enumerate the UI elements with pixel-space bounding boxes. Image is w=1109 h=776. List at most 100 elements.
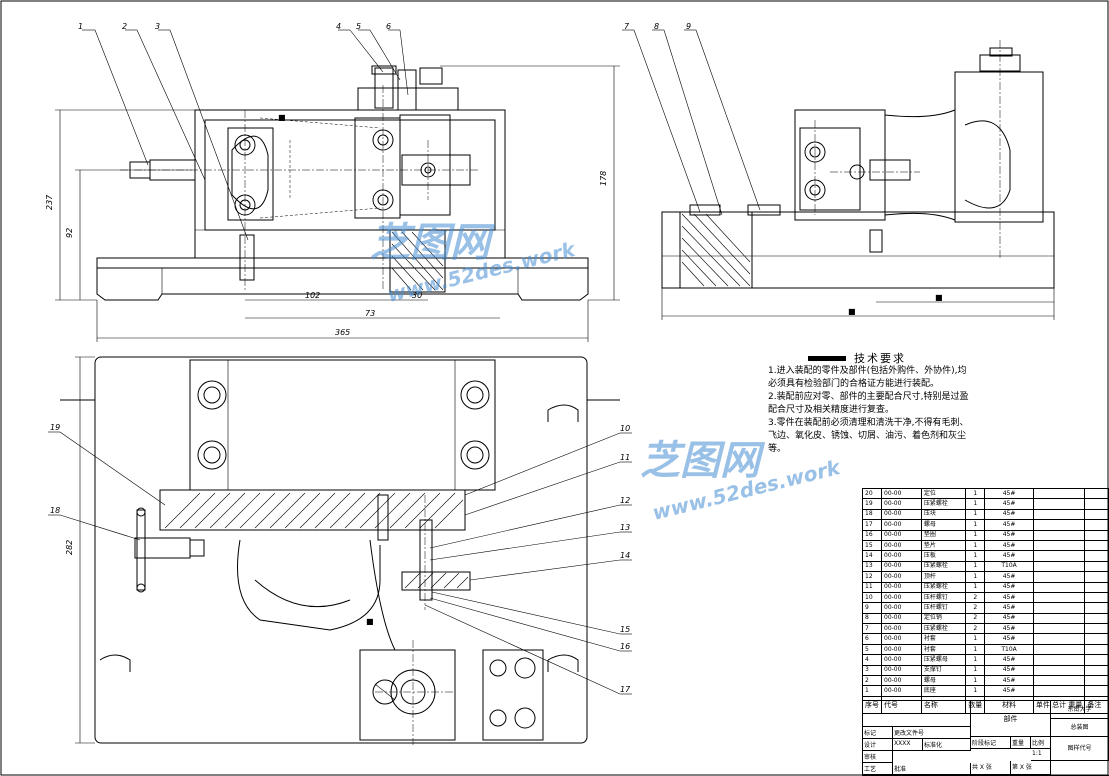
bom-code: 00-00	[881, 508, 922, 521]
bom-code: 00-00	[881, 602, 922, 614]
bom-mat: 45#	[984, 664, 1034, 677]
bom-mat: 45#	[984, 529, 1034, 541]
bom-mat: 45#	[984, 591, 1034, 604]
balloon-4: 4	[336, 22, 341, 31]
bom-qty: 1	[965, 560, 986, 573]
bom-qty: 1	[965, 664, 986, 677]
bom-code: 00-00	[881, 612, 922, 625]
bom-empty	[1032, 519, 1086, 531]
bom-mat: 45#	[984, 539, 1034, 552]
bom-empty	[1032, 664, 1086, 677]
bom-name: 衬套	[920, 633, 967, 645]
bom-empty	[1032, 529, 1086, 541]
bom-no: 17	[862, 519, 882, 531]
bom-empty	[1032, 654, 1086, 666]
bom-no: 1	[862, 685, 882, 697]
dim-top: ■	[366, 617, 374, 626]
bom-mat: T10A	[984, 643, 1034, 656]
bom-code: 00-00	[881, 571, 922, 583]
balloon-12: 12	[620, 496, 630, 505]
technical-requirements: 技术要求 1.进入装配的零件及部件(包括外购件、外协件),均必须具有检验部门的合…	[768, 352, 972, 456]
bom-empty	[1032, 675, 1086, 687]
balloon-8: 8	[654, 22, 659, 31]
bom-qty: 1	[965, 487, 986, 500]
bom-code: 00-00	[881, 664, 922, 677]
bom-empty	[1032, 612, 1086, 625]
bom-code: 00-00	[881, 654, 922, 666]
note-2: 2.装配前应对零、部件的主要配合尺寸,特别是过盈配合尺寸及相关精度进行复查。	[768, 392, 969, 415]
bom-name: 定位	[920, 487, 967, 500]
bom-empty	[1032, 643, 1086, 656]
tb-stage: 阶段标记	[971, 737, 1011, 749]
bom-empty	[1032, 602, 1086, 614]
bom-empty	[1084, 654, 1109, 666]
bom-empty	[1084, 602, 1109, 614]
bom-empty	[1032, 550, 1086, 562]
bom-code: 00-00	[881, 633, 922, 645]
bom-name: 垫圈	[920, 529, 967, 541]
dim-282: 282	[65, 540, 74, 555]
balloon-10: 10	[620, 424, 630, 433]
bom-qty: 1	[965, 571, 986, 583]
bom-code: 00-00	[881, 539, 922, 552]
tb-school: 东南大学	[1051, 701, 1109, 719]
bom-empty	[1084, 675, 1109, 687]
bom-empty	[1032, 508, 1086, 521]
bom-qty: 1	[965, 633, 986, 645]
bom-name: 压板	[920, 550, 967, 562]
bom-no: 3	[862, 664, 882, 677]
dim-side-offset: ■	[935, 293, 943, 302]
bom-empty	[1032, 581, 1086, 593]
notes-heading: 技术要求	[854, 352, 906, 365]
dim-30: 30	[412, 291, 422, 300]
bom-empty	[1084, 529, 1109, 541]
bom-empty	[1084, 612, 1109, 625]
bom-empty	[1084, 591, 1109, 604]
balloon-3: 3	[155, 22, 160, 31]
bom-qty: 1	[965, 498, 986, 510]
bom-no: 13	[862, 560, 882, 573]
heading-bar	[808, 356, 846, 361]
bom-mat: 45#	[984, 498, 1034, 510]
bom-empty	[1032, 591, 1086, 604]
bom-empty	[1084, 519, 1109, 531]
bom-name: 顶杆	[920, 571, 967, 583]
bom-code: 00-00	[881, 675, 922, 687]
balloon-15: 15	[620, 625, 630, 634]
bom-no: 11	[862, 581, 882, 593]
balloon-16: 16	[620, 642, 630, 651]
bom-qty: 2	[965, 623, 986, 635]
tb-sheet2: 第 X 张	[1011, 761, 1051, 775]
balloon-19: 19	[50, 423, 60, 432]
watermark-logo-2: 芝图网	[640, 438, 760, 484]
bom-empty	[1032, 539, 1086, 552]
top-view: 282 ■ 19 18 10 11 12 13 14 15 16 17	[48, 356, 632, 745]
note-1: 1.进入装配的零件及部件(包括外购件、外协件),均必须具有检验部门的合格证方能进…	[768, 366, 967, 389]
bom-mat: 45#	[984, 519, 1034, 531]
bom-mat: 45#	[984, 602, 1034, 614]
bom-qty: 1	[965, 539, 986, 552]
balloon-7: 7	[624, 22, 630, 31]
tb-drawing: 总装图	[1051, 719, 1109, 737]
tb-mark: 标记	[863, 727, 893, 739]
tb-approve: 批准	[893, 763, 971, 775]
tb-check: 审核	[863, 751, 893, 763]
bom-empty	[1084, 560, 1109, 573]
bom-code: 00-00	[881, 487, 922, 500]
bom-empty	[1084, 487, 1109, 500]
bom-mat: 45#	[984, 612, 1034, 625]
bom-empty	[1032, 623, 1086, 635]
tb-sheet: 共 X 张	[971, 761, 1011, 775]
bom-empty	[1084, 550, 1109, 562]
bom-no: 4	[862, 654, 882, 666]
